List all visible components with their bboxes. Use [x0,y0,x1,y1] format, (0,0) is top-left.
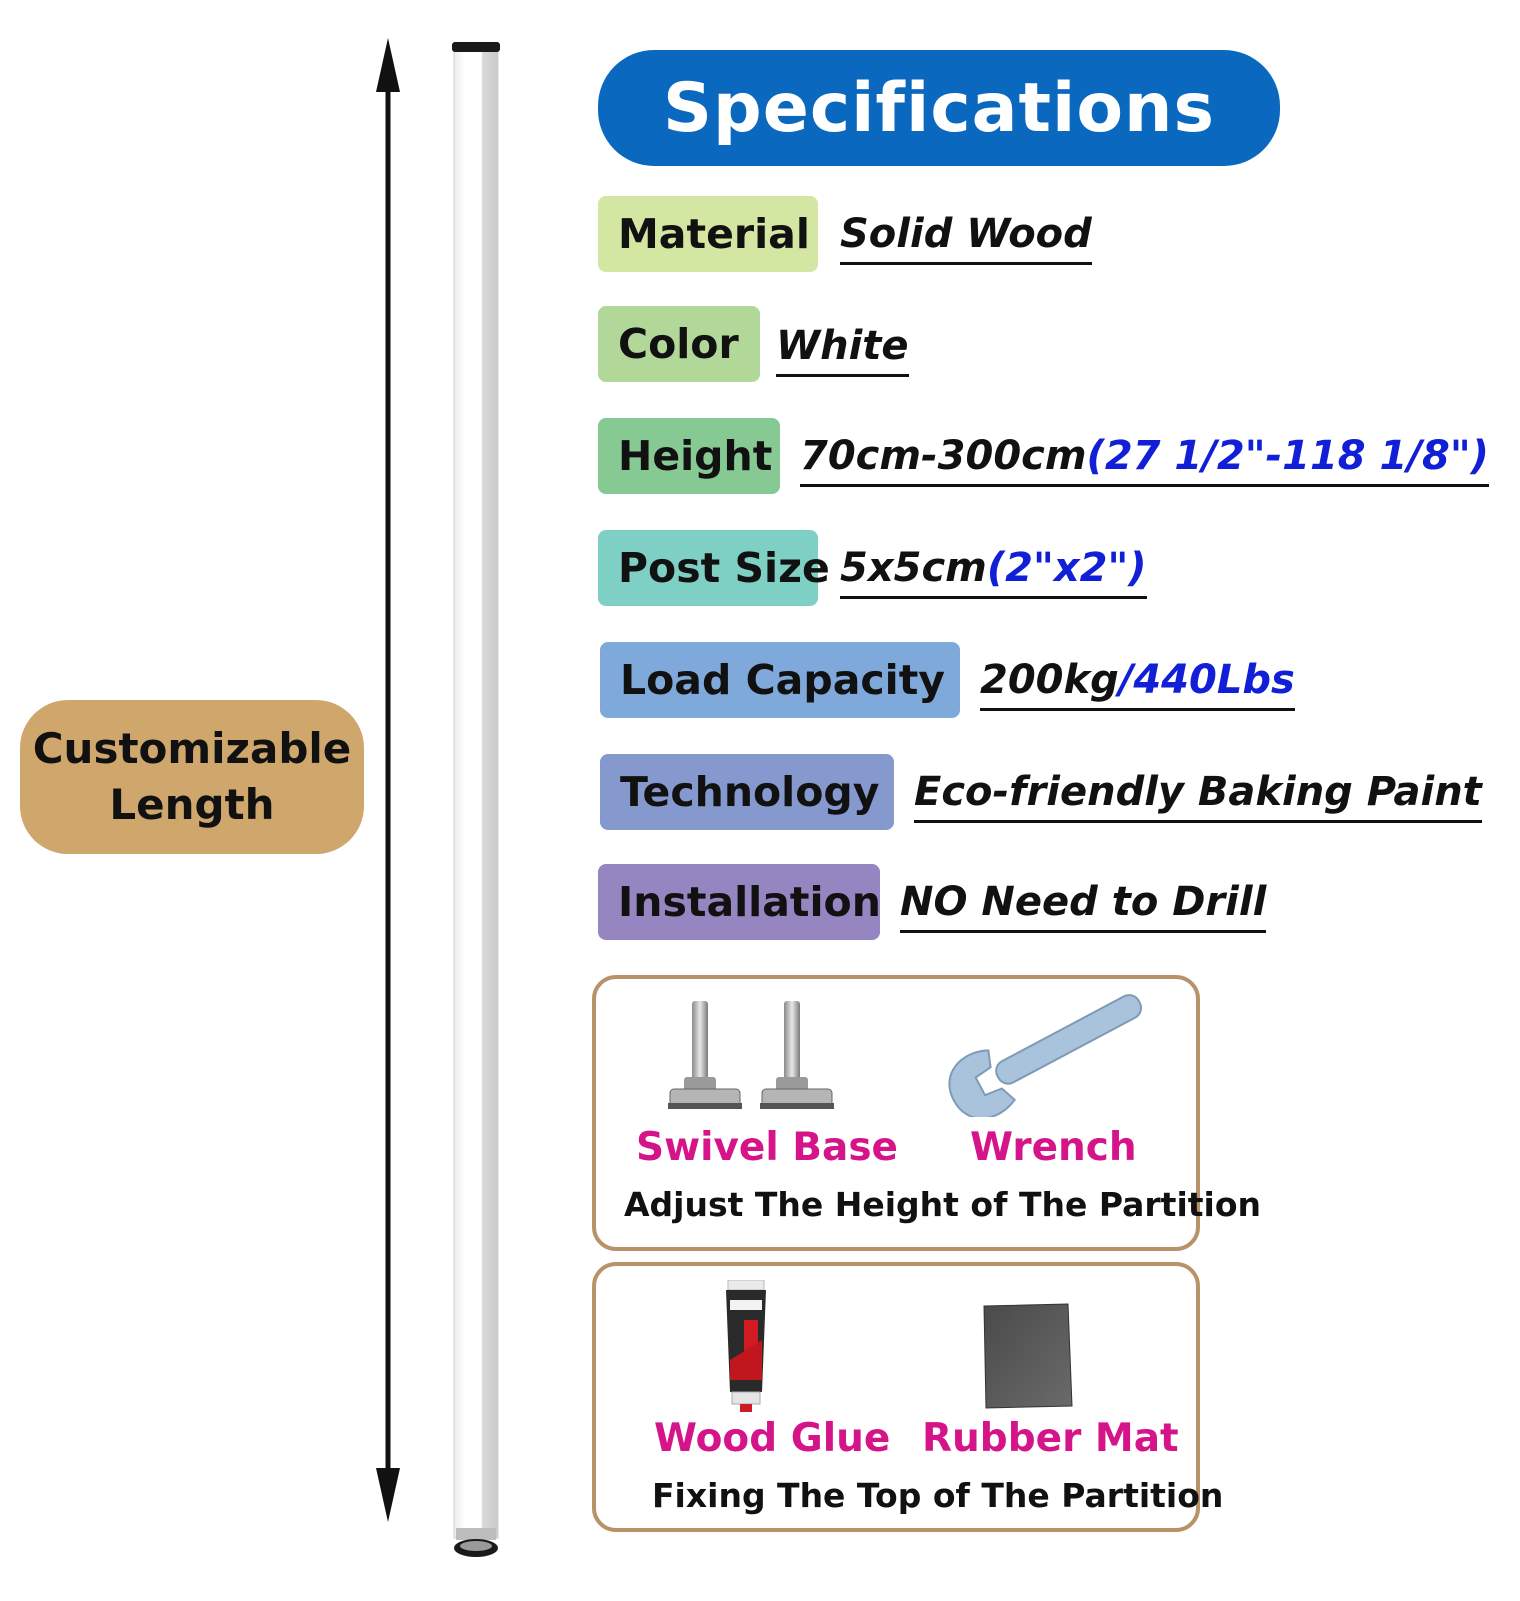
spec-label-load-capacity: Load Capacity [600,642,960,718]
wrench-icon [948,994,1142,1117]
spec-value-post-size-imperial: (2"x2") [986,545,1147,591]
length-double-arrow [376,38,400,1522]
accessory-caption-height: Adjust The Height of The Partition [624,1185,1262,1224]
specifications-header: Specifications [598,50,1280,166]
badge-line-1: Customizable [32,724,352,773]
spec-label-technology: Technology [600,754,894,830]
accessory-swivel-base: Swivel Base [636,1125,899,1170]
rubber-mat-icon [983,1303,1073,1409]
spec-value-height: 70cm-300cm(27 1/2"-118 1/8") [800,430,1489,487]
spec-value-color: White [776,320,909,377]
wood-glue-icon [726,1280,766,1412]
spec-value-installation: NO Need to Drill [900,876,1267,933]
spec-value-load-capacity-imperial: /440Lbs [1118,657,1295,703]
accessories-height-box: Swivel Base Wrench Adjust The Height of … [592,975,1261,1251]
accessories-fixing-box: Wood Glue Rubber Mat Fixing The Top of T… [592,1262,1223,1532]
badge-line-2: Length [109,780,275,829]
spec-label-installation: Installation [598,864,881,940]
customizable-length-badge: Customizable Length [20,700,364,854]
accessory-wood-glue: Wood Glue [654,1416,891,1461]
accessory-rubber-mat: Rubber Mat [922,1416,1179,1461]
accessory-wrench: Wrench [970,1125,1137,1170]
spec-value-post-size: 5x5cm(2"x2") [840,542,1147,599]
spec-label-post-size: Post Size [598,530,830,606]
page-title: Specifications [663,68,1215,148]
swivel-base-icon [668,1001,834,1109]
accessory-caption-fixing: Fixing The Top of The Partition [652,1476,1224,1515]
spec-value-technology: Eco-friendly Baking Paint [914,766,1482,823]
spec-label-material: Material [598,196,818,272]
spec-value-height-imperial: (27 1/2"-118 1/8") [1086,433,1489,479]
spec-value-load-capacity: 200kg/440Lbs [980,654,1295,711]
spec-label-color: Color [598,306,760,382]
spec-value-material: Solid Wood [840,208,1092,265]
wooden-post-image [452,42,500,1557]
spec-label-height: Height [598,418,780,494]
